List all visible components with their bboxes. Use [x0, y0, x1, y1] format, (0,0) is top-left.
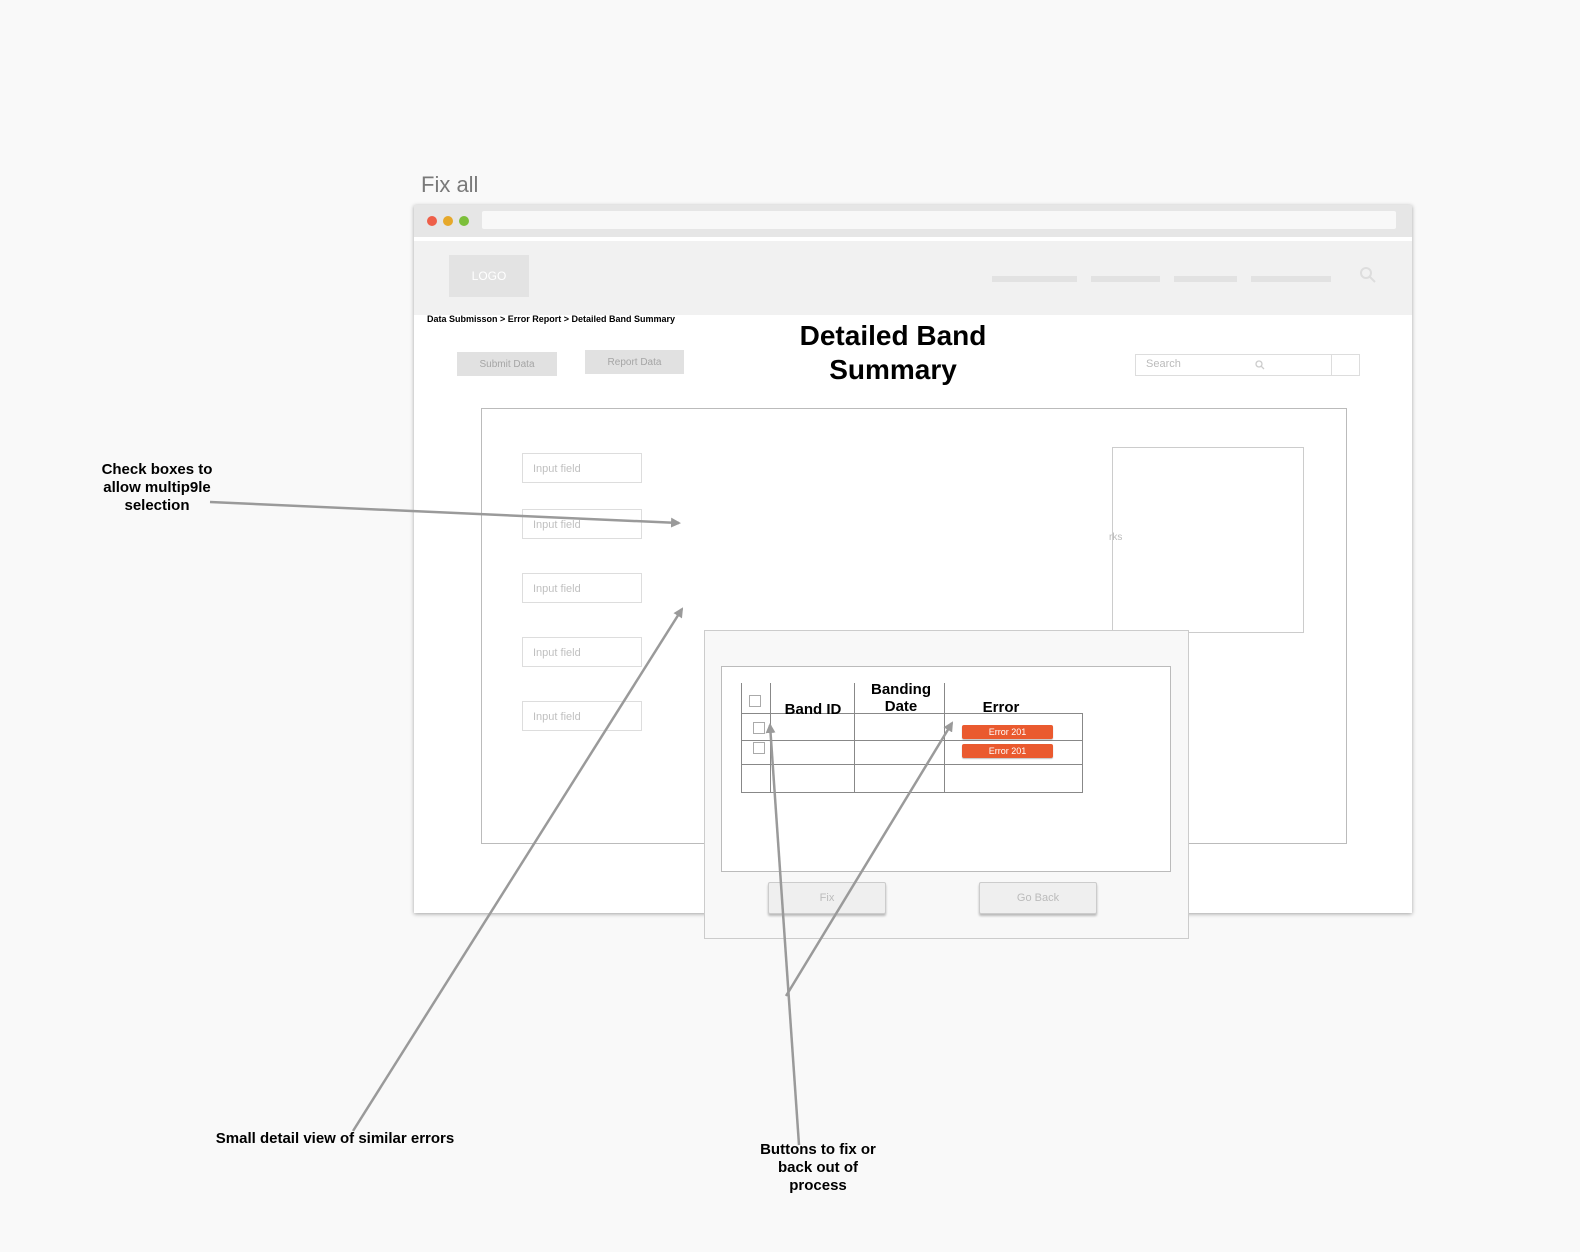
maximize-window-button[interactable] [459, 216, 469, 226]
breadcrumb[interactable]: Data Submisson > Error Report > Detailed… [427, 314, 676, 324]
page-title: Detailed Band Summary [799, 320, 987, 385]
column-header-banding-date: Banding Date [871, 681, 931, 715]
nav-link-placeholder[interactable] [1174, 276, 1237, 282]
input-field[interactable]: Input field [522, 701, 642, 731]
remarks-panel: rks [1109, 447, 1304, 633]
nav-link-placeholder[interactable] [1091, 276, 1160, 282]
column-header-error: Error [982, 699, 1020, 716]
annotation-checkboxes: Check boxes to allow multip9le selection [101, 461, 213, 514]
logo[interactable]: LOGO [449, 255, 529, 297]
search-divider [1331, 355, 1332, 375]
search-input[interactable]: Search [1135, 354, 1360, 376]
select-all-checkbox[interactable] [749, 695, 761, 707]
column-header-band-id: Band ID [784, 701, 842, 718]
submit-data-button[interactable]: Submit Data [457, 352, 557, 376]
go-back-button[interactable]: Go Back [979, 882, 1097, 914]
minimize-window-button[interactable] [443, 216, 453, 226]
nav-link-placeholder[interactable] [992, 276, 1077, 282]
row-checkbox[interactable] [753, 722, 765, 734]
close-window-button[interactable] [427, 216, 437, 226]
input-field[interactable]: Input field [522, 509, 642, 539]
error-badge[interactable]: Error 201 [962, 744, 1053, 758]
fix-all-modal: Band ID Banding Date Error Error 201 Err… [704, 630, 1189, 939]
input-field[interactable]: Input field [522, 453, 642, 483]
nav-link-placeholder[interactable] [1251, 276, 1331, 282]
error-badge[interactable]: Error 201 [962, 725, 1053, 739]
main-panel: Input field Input field Input field Inpu… [481, 408, 1347, 939]
site-header: LOGO [414, 241, 1412, 315]
browser-window: LOGO Data Submisson > Error Report > Det… [414, 205, 1412, 939]
annotation-buttons: Buttons to fix or back out of process [760, 1141, 876, 1194]
input-field[interactable]: Input field [522, 637, 642, 667]
annotation-detail-view: Small detail view of similar errors [215, 1130, 455, 1147]
row-checkbox[interactable] [753, 742, 765, 754]
report-data-button[interactable]: Report Data [585, 350, 684, 374]
search-placeholder: Search [1146, 358, 1181, 370]
window-titlebar [414, 205, 1412, 237]
search-icon[interactable] [1359, 266, 1377, 284]
input-field[interactable]: Input field [522, 573, 642, 603]
search-icon [1255, 360, 1265, 370]
fix-button[interactable]: Fix [768, 882, 886, 914]
url-bar[interactable] [482, 211, 1396, 229]
error-detail-view: Band ID Banding Date Error Error 201 Err… [721, 666, 1171, 872]
artboard-title: Fix all [421, 172, 479, 197]
remarks-label: rks [1109, 532, 1123, 543]
